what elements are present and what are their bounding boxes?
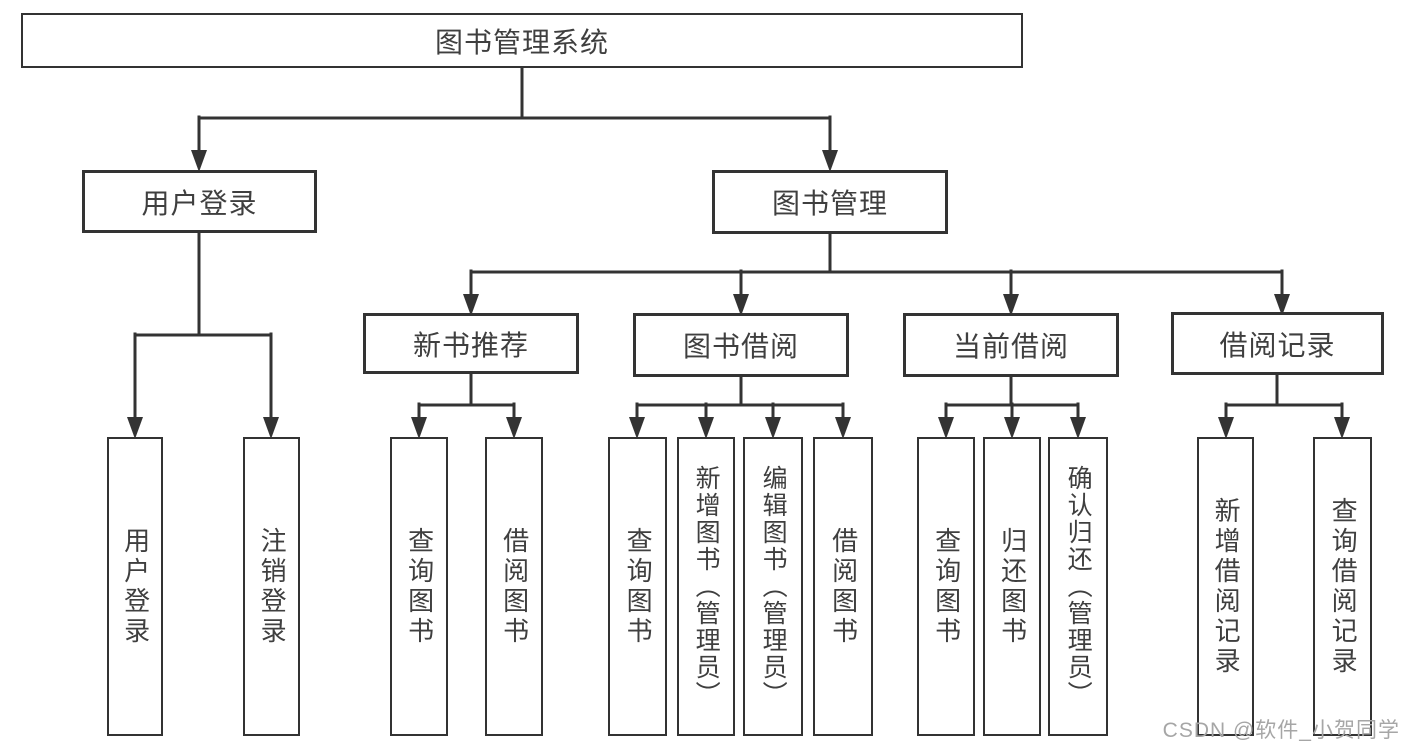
node-book-management-module: 图书管理 (712, 170, 948, 234)
node-library-management-system: 图书管理系统 (21, 13, 1023, 68)
leaf-add-book-admin: 新增图书（管理员） (677, 437, 735, 736)
leaf-confirm-return-admin: 确认归还（管理员） (1048, 437, 1108, 736)
leaf-add-borrow-record: 新增借阅记录 (1197, 437, 1254, 736)
leaf-borrow-books-recommend: 借阅图书 (485, 437, 543, 736)
leaf-user-login: 用户登录 (107, 437, 163, 736)
leaf-query-borrow-record: 查询借阅记录 (1313, 437, 1372, 736)
leaf-query-books-recommend: 查询图书 (390, 437, 448, 736)
node-current-borrowing: 当前借阅 (903, 313, 1119, 377)
leaf-edit-book-admin: 编辑图书（管理员） (743, 437, 803, 736)
leaf-query-books-current: 查询图书 (917, 437, 975, 736)
leaf-query-books-borrowing: 查询图书 (608, 437, 667, 736)
node-book-borrowing: 图书借阅 (633, 313, 849, 377)
node-borrowing-records: 借阅记录 (1171, 312, 1384, 375)
leaf-borrow-books-borrowing: 借阅图书 (813, 437, 873, 736)
leaf-return-book: 归还图书 (983, 437, 1041, 736)
csdn-watermark: CSDN @软件_小贺同学 (1162, 719, 1400, 742)
leaf-logout: 注销登录 (243, 437, 300, 736)
arrowheads (127, 150, 1350, 439)
node-new-book-recommendation: 新书推荐 (363, 313, 579, 374)
node-user-login-module: 用户登录 (82, 170, 317, 233)
